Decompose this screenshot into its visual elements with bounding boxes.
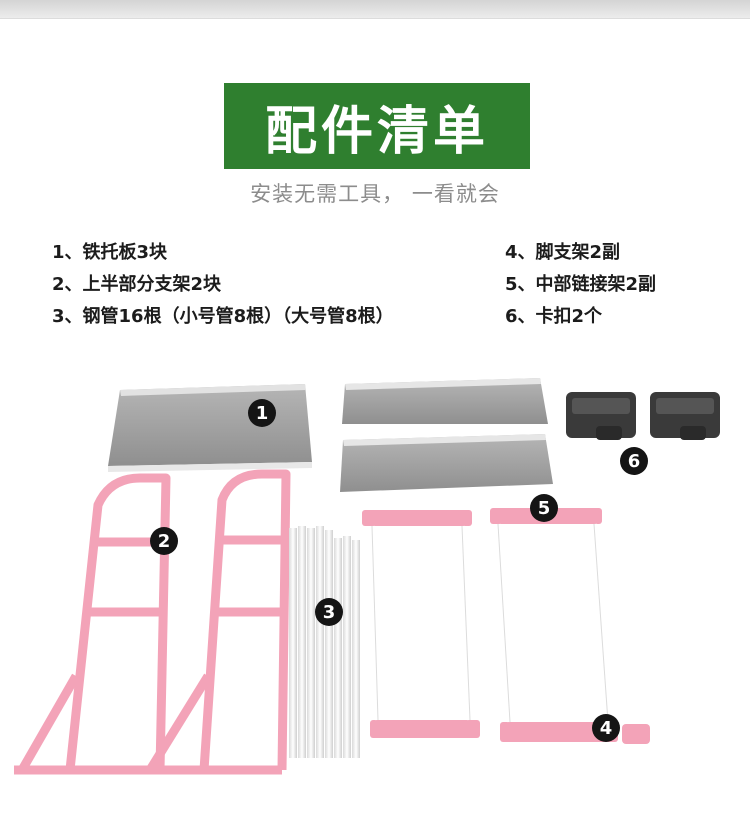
part-item-2: 2、上半部分支架2块 xyxy=(52,274,222,295)
clip-left xyxy=(566,392,636,440)
marker-2: 2 xyxy=(150,527,178,555)
tray-board-upper xyxy=(342,378,548,424)
title-banner: 配件清单 xyxy=(224,83,530,169)
part-item-3: 3、钢管16根（小号管8根）（大号管8根） xyxy=(52,306,394,327)
parts-list-right: 4、脚支架2副 5、中部链接架2副 6、卡扣2个 xyxy=(505,237,656,333)
subtitle: 安装无需工具， 一看就会 xyxy=(250,182,500,206)
steel-tubes xyxy=(289,526,360,758)
part-item-6: 6、卡扣2个 xyxy=(505,306,603,327)
marker-6: 6 xyxy=(620,447,648,475)
part-item-1: 1、铁托板3块 xyxy=(52,242,168,263)
top-strip xyxy=(0,0,750,19)
side-frame-right xyxy=(144,469,291,775)
part-item-5: 5、中部链接架2副 xyxy=(505,274,657,295)
parts-list-left: 1、铁托板3块 2、上半部分支架2块 3、钢管16根（小号管8根）（大号管8根） xyxy=(52,237,394,333)
components-photo xyxy=(14,378,720,775)
marker-4: 4 xyxy=(592,714,620,742)
marker-3: 3 xyxy=(315,598,343,626)
side-frame-left xyxy=(14,473,171,775)
page-title: 配件清单 xyxy=(264,100,489,162)
tray-board-large xyxy=(108,384,312,472)
marker-5: 5 xyxy=(530,494,558,522)
clip-right xyxy=(650,392,720,440)
foot-bracket xyxy=(622,724,650,744)
tray-board-lower xyxy=(340,434,553,492)
middle-frame-right xyxy=(490,508,618,742)
part-item-4: 4、脚支架2副 xyxy=(505,242,621,263)
middle-frame-left xyxy=(362,510,480,738)
marker-1: 1 xyxy=(248,399,276,427)
